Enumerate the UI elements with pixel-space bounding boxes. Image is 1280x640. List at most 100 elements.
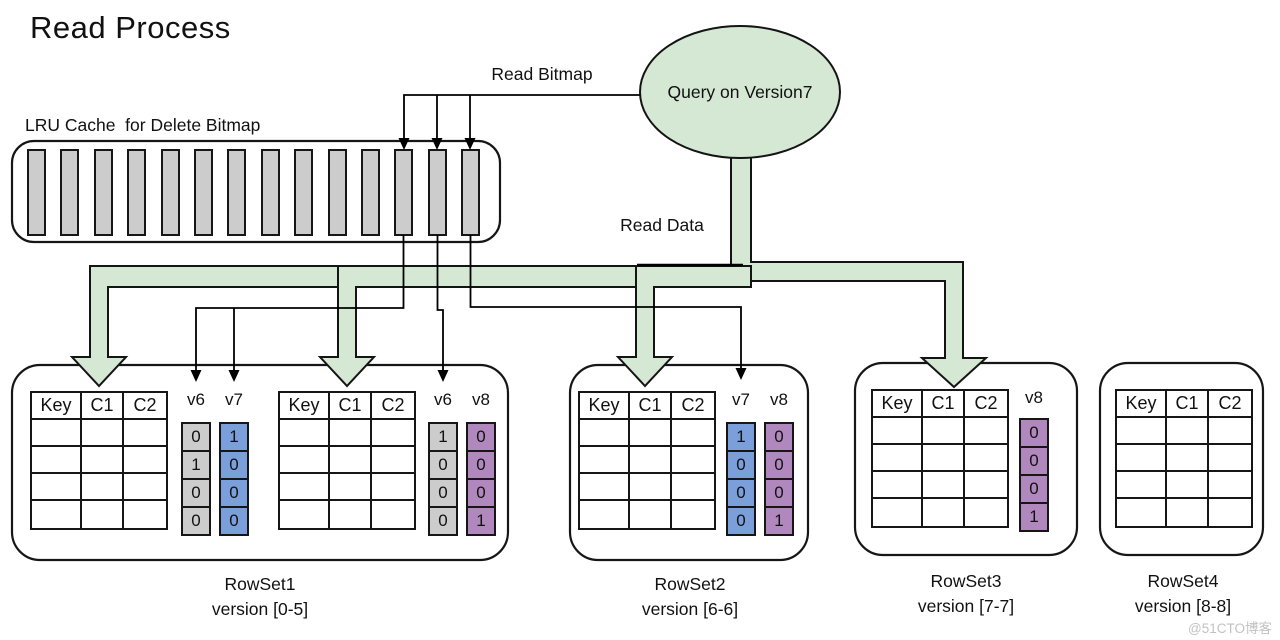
rowset2-table: Key C1 C2 xyxy=(578,391,716,530)
read-data-arrow-rowset2 xyxy=(615,265,752,388)
rowset4-version: version [8-8] xyxy=(1134,596,1232,616)
cache-slot xyxy=(127,149,146,236)
bitmap-cell: 0 xyxy=(428,506,458,536)
arrowhead xyxy=(431,138,443,150)
empty-cell xyxy=(1117,418,1167,445)
col-header: C1 xyxy=(630,393,672,420)
bitmap-column-v6: 1 0 0 0 xyxy=(428,422,458,536)
arrowhead xyxy=(228,370,240,382)
empty-cell xyxy=(1167,418,1209,445)
bitmap-fetch-line-v6b xyxy=(436,235,444,371)
bitmap-version-label: v7 xyxy=(225,390,243,409)
bitmap-cell: 0 xyxy=(764,450,794,480)
empty-cell xyxy=(873,472,923,499)
empty-cell xyxy=(1167,445,1209,472)
cache-slot xyxy=(261,149,280,236)
empty-cell xyxy=(124,501,166,528)
empty-cell xyxy=(372,474,414,501)
empty-cell xyxy=(280,501,330,528)
empty-cell xyxy=(124,447,166,474)
col-header: Key xyxy=(280,393,330,420)
empty-cell xyxy=(330,420,372,447)
empty-cell xyxy=(82,420,124,447)
empty-cell xyxy=(372,420,414,447)
rowset2-version: version [6-6] xyxy=(641,599,739,619)
bitmap-column-v8: 0 0 0 1 xyxy=(466,422,496,536)
read-bitmap-arrowheads xyxy=(398,138,476,150)
bitmap-fetch-lines xyxy=(195,235,742,371)
bitmap-cell: 0 xyxy=(428,478,458,508)
cache-slot xyxy=(194,149,213,236)
empty-cell xyxy=(580,501,630,528)
empty-cell xyxy=(580,420,630,447)
bitmap-version-label: v7 xyxy=(732,390,750,409)
bitmap-cell: 0 xyxy=(1019,474,1049,504)
cache-slot xyxy=(161,149,180,236)
query-ellipse xyxy=(639,25,841,159)
empty-cell xyxy=(923,472,965,499)
read-bitmap-lines xyxy=(403,94,640,140)
bitmap-cell: 1 xyxy=(181,450,211,480)
empty-cell xyxy=(1167,472,1209,499)
bitmap-cell: 0 xyxy=(428,450,458,480)
bitmap-fetch-line-rowset2 xyxy=(469,235,742,369)
rowset1-version: version [0-5] xyxy=(211,599,309,619)
rowset3-version: version [7-7] xyxy=(917,596,1015,616)
bitmap-cell: 0 xyxy=(219,478,249,508)
query-node-label: Query on Version7 xyxy=(667,82,813,102)
empty-cell xyxy=(873,499,923,526)
empty-cell xyxy=(630,420,672,447)
rowset4-name: RowSet4 xyxy=(1147,571,1219,591)
bitmap-version-label: v8 xyxy=(472,390,490,409)
read-bitmap-label: Read Bitmap xyxy=(491,64,593,84)
empty-cell xyxy=(1167,499,1209,526)
read-bitmap-line-1 xyxy=(403,94,640,140)
empty-cell xyxy=(965,418,1007,445)
cache-slot xyxy=(428,149,447,236)
empty-cell xyxy=(630,447,672,474)
bitmap-cell: 1 xyxy=(219,422,249,452)
col-header: Key xyxy=(32,393,82,420)
cache-slot xyxy=(60,149,79,236)
bitmap-column-v8: 0 0 0 1 xyxy=(1019,418,1049,532)
col-header: C1 xyxy=(330,393,372,420)
rowset4-table: Key C1 C2 xyxy=(1115,389,1253,528)
cache-slot xyxy=(27,149,46,236)
empty-cell xyxy=(1117,445,1167,472)
col-header: C2 xyxy=(124,393,166,420)
col-header: Key xyxy=(1117,391,1167,418)
empty-cell xyxy=(82,474,124,501)
col-header: C2 xyxy=(1209,391,1251,418)
rowset1-name: RowSet1 xyxy=(224,574,296,594)
empty-cell xyxy=(1209,445,1251,472)
read-data-label: Read Data xyxy=(620,215,704,235)
cache-slot xyxy=(328,149,347,236)
bitmap-cell: 1 xyxy=(726,422,756,452)
empty-cell xyxy=(873,445,923,472)
cache-slot xyxy=(361,149,380,236)
bitmap-column-v7: 1 0 0 0 xyxy=(726,422,756,536)
cache-slot xyxy=(294,149,313,236)
bitmap-cell: 1 xyxy=(466,506,496,536)
bitmap-cell: 0 xyxy=(726,478,756,508)
empty-cell xyxy=(965,445,1007,472)
empty-cell xyxy=(330,501,372,528)
watermark: @51CTO博客 xyxy=(1188,621,1272,636)
empty-cell xyxy=(32,501,82,528)
lru-cache-box xyxy=(10,139,502,244)
col-header: C1 xyxy=(1167,391,1209,418)
bitmap-column-v7: 1 0 0 0 xyxy=(219,422,249,536)
empty-cell xyxy=(923,499,965,526)
empty-cell xyxy=(280,474,330,501)
bitmap-column-v6: 0 1 0 0 xyxy=(181,422,211,536)
empty-cell xyxy=(32,447,82,474)
arrowhead xyxy=(398,138,410,150)
empty-cell xyxy=(1209,418,1251,445)
bitmap-cell: 0 xyxy=(181,506,211,536)
bitmap-cell: 1 xyxy=(1019,502,1049,532)
empty-cell xyxy=(1117,499,1167,526)
empty-cell xyxy=(923,445,965,472)
bitmap-cell: 0 xyxy=(181,478,211,508)
bitmap-version-label: v8 xyxy=(770,390,788,409)
col-header: C2 xyxy=(372,393,414,420)
